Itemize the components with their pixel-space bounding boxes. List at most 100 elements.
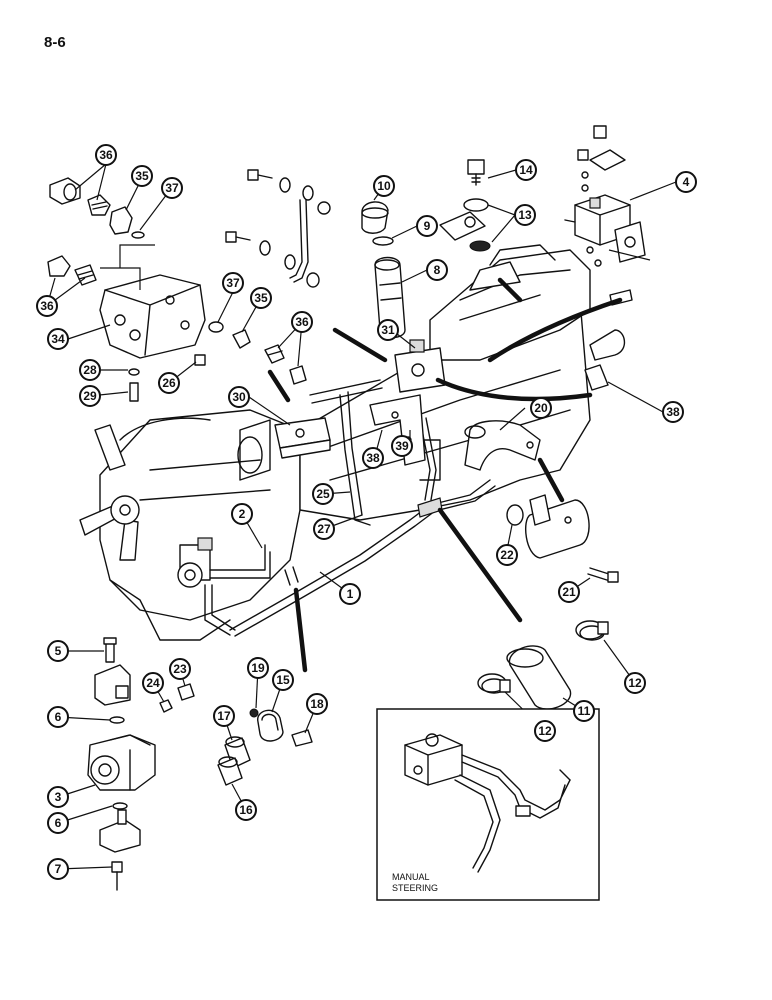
callout: 35 bbox=[131, 165, 153, 187]
callout: 7 bbox=[47, 858, 69, 880]
svg-text:26: 26 bbox=[162, 376, 176, 390]
svg-text:15: 15 bbox=[276, 673, 290, 687]
outlet-housing bbox=[506, 494, 619, 583]
inset-label-line1: MANUAL bbox=[392, 872, 430, 882]
svg-text:7: 7 bbox=[55, 862, 62, 876]
svg-text:38: 38 bbox=[666, 405, 680, 419]
svg-text:1: 1 bbox=[347, 587, 354, 601]
control-valve-assembly bbox=[564, 125, 646, 267]
callout: 17 bbox=[213, 705, 235, 727]
relief-valve-body bbox=[47, 255, 206, 402]
callout: 37 bbox=[161, 177, 183, 199]
svg-text:18: 18 bbox=[310, 697, 324, 711]
callout: 36 bbox=[95, 144, 117, 166]
svg-text:6: 6 bbox=[55, 816, 62, 830]
filler-cap bbox=[361, 201, 389, 234]
cylinder-head bbox=[429, 244, 591, 361]
svg-text:9: 9 bbox=[424, 219, 431, 233]
callout: 12 bbox=[624, 672, 646, 694]
callout: 30 bbox=[228, 386, 250, 408]
clamp-kit bbox=[217, 708, 313, 786]
svg-text:31: 31 bbox=[381, 323, 395, 337]
svg-text:17: 17 bbox=[217, 709, 231, 723]
callout: 18 bbox=[306, 693, 328, 715]
svg-text:4: 4 bbox=[683, 175, 690, 189]
callout: 13 bbox=[514, 204, 536, 226]
svg-text:3: 3 bbox=[55, 790, 62, 804]
svg-text:36: 36 bbox=[99, 148, 113, 162]
o-ring bbox=[372, 236, 394, 246]
callout: 9 bbox=[416, 215, 438, 237]
callout: 15 bbox=[272, 669, 294, 691]
svg-text:19: 19 bbox=[251, 661, 265, 675]
callout: 36 bbox=[291, 311, 313, 333]
svg-text:13: 13 bbox=[518, 208, 532, 222]
callout: 11 bbox=[573, 700, 595, 722]
callout: 22 bbox=[496, 544, 518, 566]
auxiliary-pump bbox=[87, 637, 195, 891]
svg-text:20: 20 bbox=[534, 401, 548, 415]
svg-text:30: 30 bbox=[232, 390, 246, 404]
svg-text:6: 6 bbox=[55, 710, 62, 724]
banjo-bolt bbox=[467, 159, 485, 186]
callouts: 36 35 37 36 34 28 29 26 37 35 36 30 10 9… bbox=[36, 144, 697, 880]
callout: 25 bbox=[312, 483, 334, 505]
svg-text:5: 5 bbox=[55, 644, 62, 658]
svg-text:37: 37 bbox=[226, 276, 240, 290]
callout: 3 bbox=[47, 786, 69, 808]
svg-text:39: 39 bbox=[395, 439, 409, 453]
upper-hardware bbox=[225, 169, 331, 288]
callout: 6 bbox=[47, 706, 69, 728]
hose-clamp-upper bbox=[575, 620, 609, 641]
svg-text:37: 37 bbox=[165, 181, 179, 195]
banjo-fitting bbox=[439, 198, 491, 252]
steering-valve bbox=[394, 339, 446, 393]
svg-text:35: 35 bbox=[254, 291, 268, 305]
callout: 5 bbox=[47, 640, 69, 662]
outlet-elbow bbox=[464, 420, 541, 471]
callout: 34 bbox=[47, 328, 69, 350]
svg-text:27: 27 bbox=[317, 522, 331, 536]
engine-pump-assembly bbox=[177, 537, 213, 588]
svg-text:14: 14 bbox=[519, 163, 533, 177]
callout: 27 bbox=[313, 518, 335, 540]
callout: 24 bbox=[142, 672, 164, 694]
hydraulic-lines bbox=[204, 379, 496, 637]
radiator-hose bbox=[506, 645, 572, 710]
callout: 31 bbox=[377, 319, 399, 341]
svg-text:21: 21 bbox=[562, 585, 576, 599]
svg-text:35: 35 bbox=[135, 169, 149, 183]
inset-label-line2: STEERING bbox=[392, 883, 438, 893]
svg-text:16: 16 bbox=[239, 803, 253, 817]
callout: 21 bbox=[558, 581, 580, 603]
callout: 12 bbox=[534, 720, 556, 742]
callout: 29 bbox=[79, 385, 101, 407]
svg-text:29: 29 bbox=[83, 389, 97, 403]
svg-text:36: 36 bbox=[295, 315, 309, 329]
svg-text:36: 36 bbox=[40, 299, 54, 313]
svg-text:22: 22 bbox=[500, 548, 514, 562]
callout: 38 bbox=[362, 447, 384, 469]
callout: 38 bbox=[662, 401, 684, 423]
callout: 39 bbox=[391, 435, 413, 457]
callout: 1 bbox=[339, 583, 361, 605]
callout: 16 bbox=[235, 799, 257, 821]
callout: 10 bbox=[373, 175, 395, 197]
svg-text:38: 38 bbox=[366, 451, 380, 465]
manual-steering-inset: MANUAL STEERING bbox=[376, 708, 600, 901]
valve-block bbox=[274, 417, 331, 459]
svg-text:10: 10 bbox=[377, 179, 391, 193]
hose-clamp-lower bbox=[477, 673, 511, 694]
tube-clamp bbox=[584, 289, 633, 391]
callout: 20 bbox=[530, 397, 552, 419]
callout: 4 bbox=[675, 171, 697, 193]
fittings-group-top bbox=[49, 177, 145, 239]
svg-text:2: 2 bbox=[239, 507, 246, 521]
callout: 19 bbox=[247, 657, 269, 679]
callout: 36 bbox=[36, 295, 58, 317]
page-number: 8-6 bbox=[44, 34, 66, 51]
callout: 35 bbox=[250, 287, 272, 309]
fittings-group-middle bbox=[208, 321, 307, 385]
svg-text:28: 28 bbox=[83, 363, 97, 377]
